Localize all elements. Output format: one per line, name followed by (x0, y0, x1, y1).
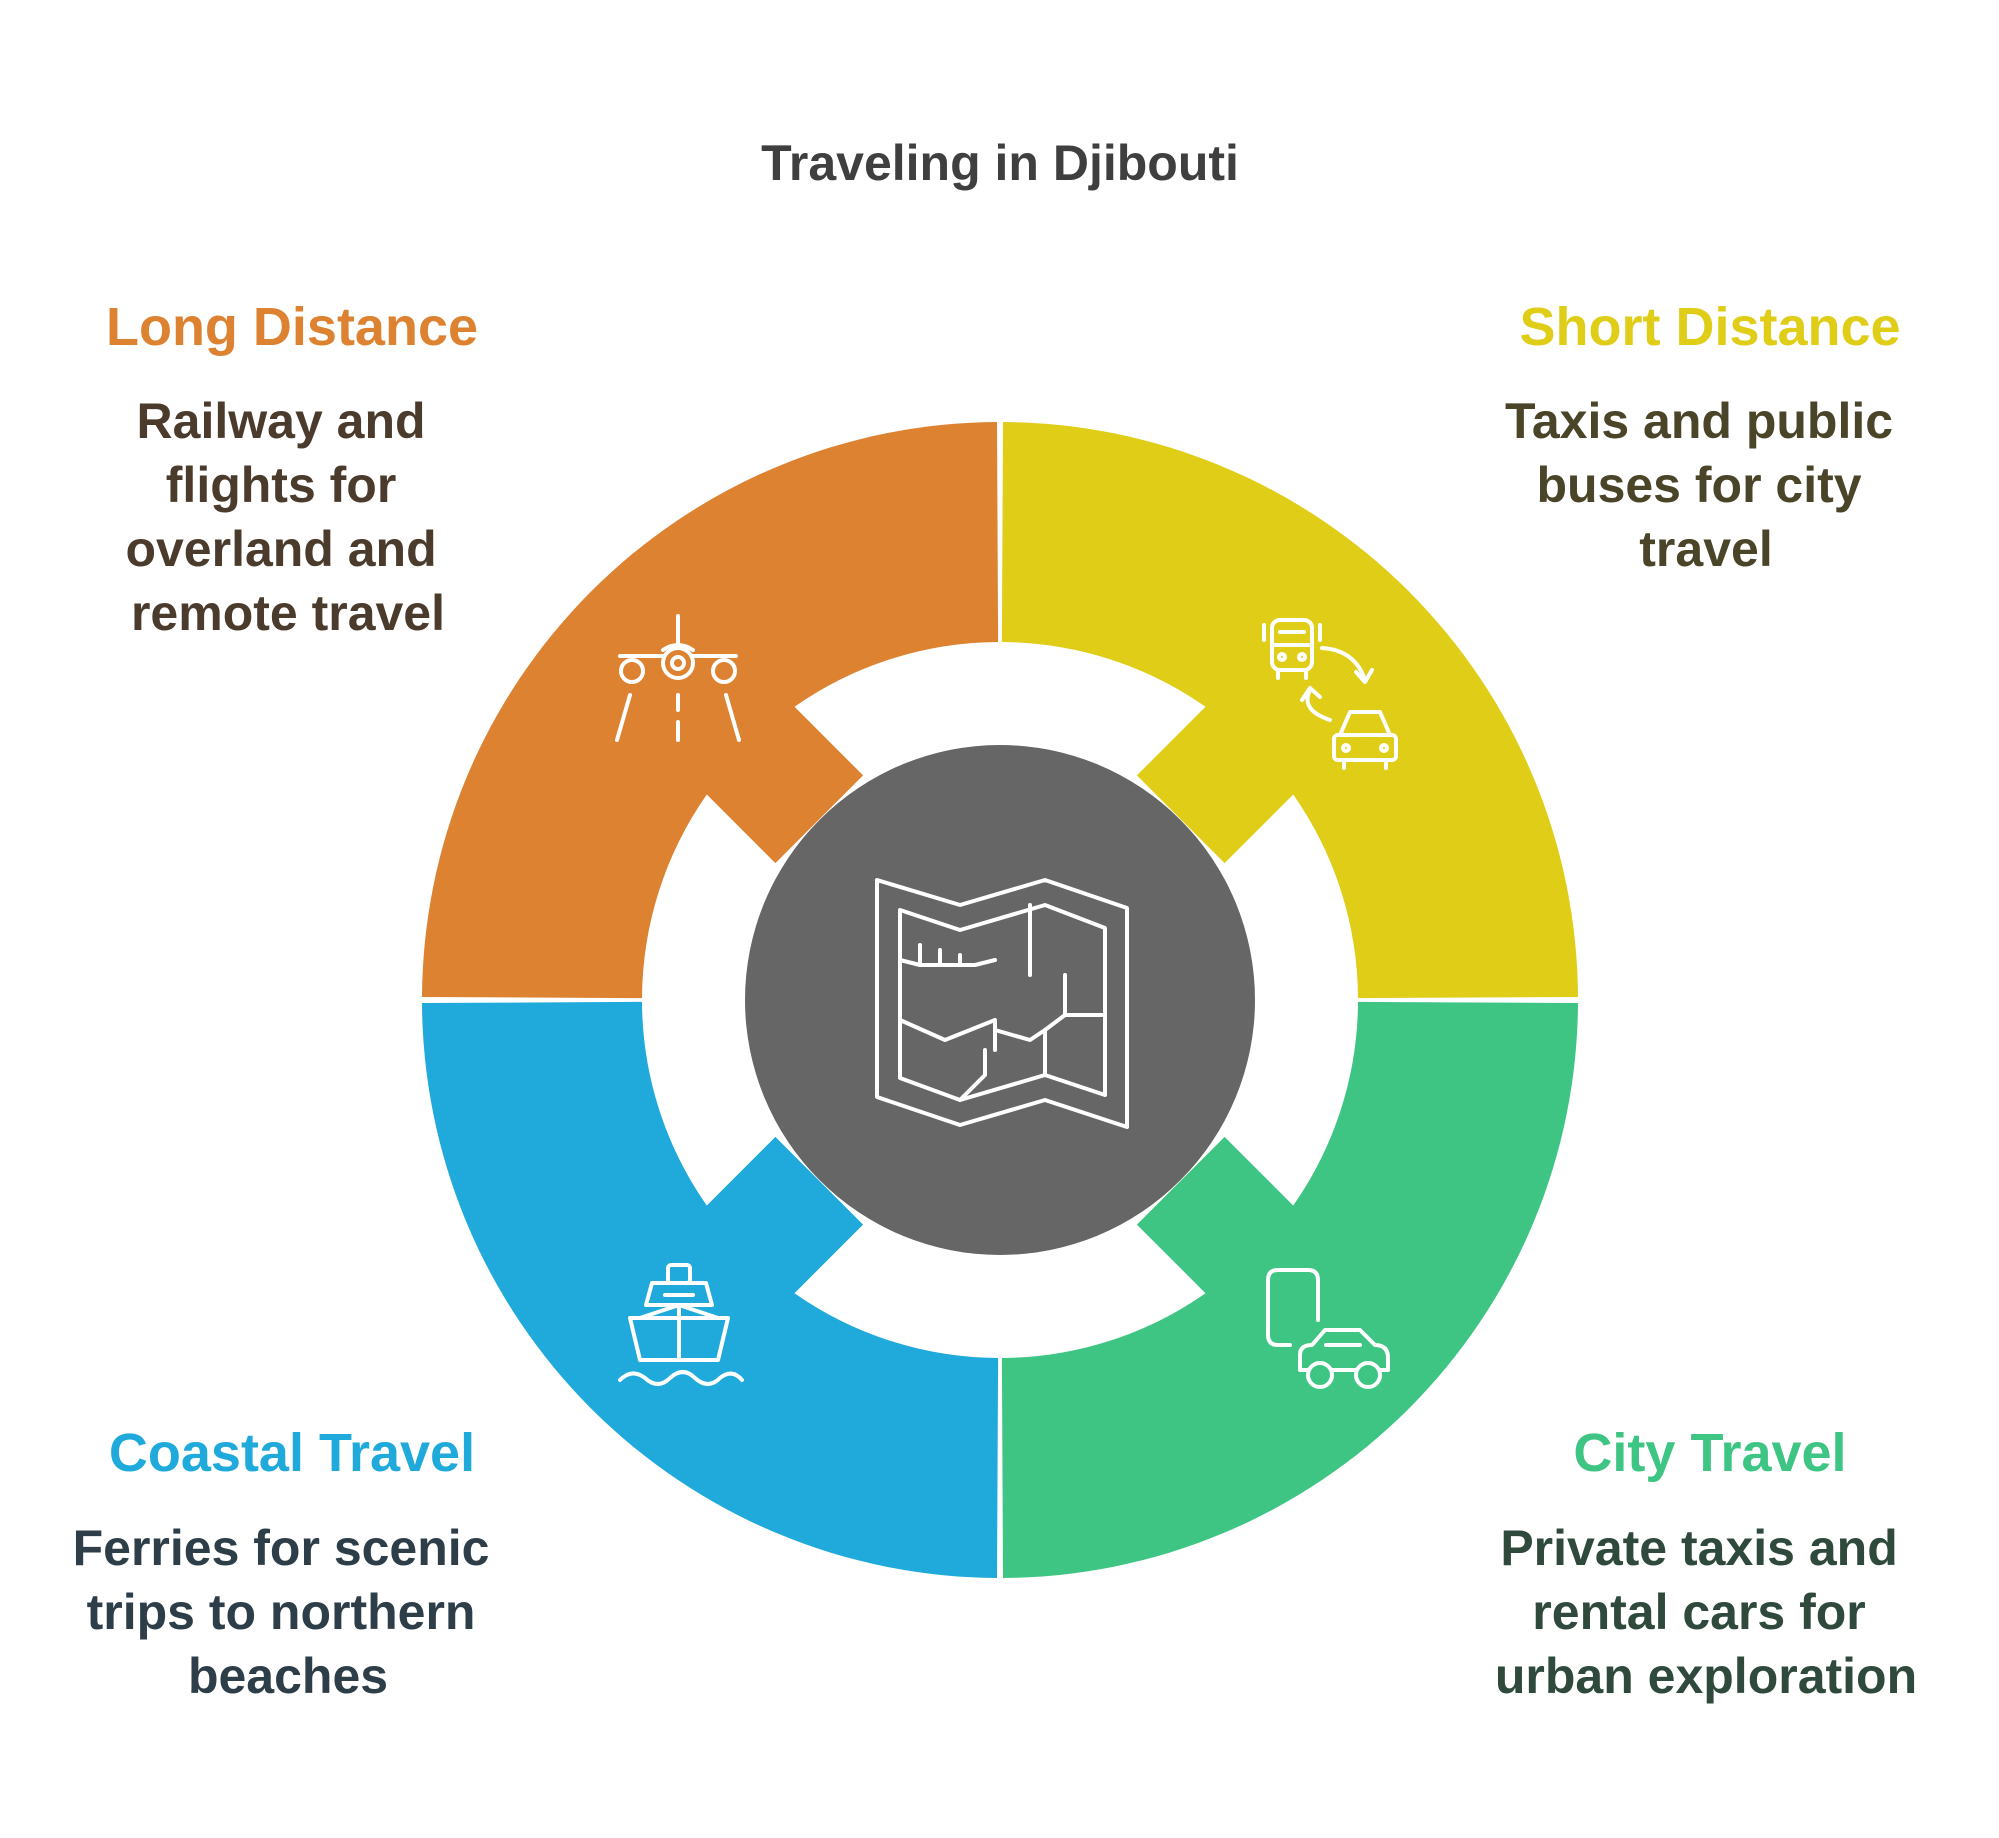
segment-long-distance (422, 422, 999, 999)
text-short-distance: Short Distance Taxis and public buses fo… (1505, 297, 1907, 577)
text-long-distance: Long Distance Railway and flights for ov… (106, 297, 478, 641)
phone-car-icon (1266, 1268, 1390, 1389)
heading-city-travel: City Travel (1573, 1423, 1846, 1483)
ring (422, 422, 1578, 1578)
segment-short-distance (1001, 422, 1578, 999)
desc-line: urban exploration (1495, 1648, 1917, 1704)
desc-line: rental cars for (1532, 1584, 1865, 1640)
desc-city-travel: Private taxis and rental cars for urban … (1495, 1520, 1917, 1704)
text-coastal-travel: Coastal Travel Ferries for scenic trips … (73, 1423, 504, 1704)
heading-short-distance: Short Distance (1519, 297, 1900, 357)
map-icon (875, 878, 1129, 1129)
desc-line: Ferries for scenic (73, 1520, 490, 1576)
segment-coastal-travel (422, 1001, 999, 1578)
desc-short-distance: Taxis and public buses for city travel (1505, 393, 1907, 577)
ship-icon (618, 1263, 744, 1386)
desc-line: remote travel (131, 585, 445, 641)
desc-coastal-travel: Ferries for scenic trips to northern bea… (73, 1520, 504, 1704)
desc-line: Taxis and public (1505, 393, 1893, 449)
text-city-travel: City Travel Private taxis and rental car… (1495, 1423, 1917, 1704)
bus-car-transfer-icon (1262, 618, 1398, 770)
desc-line: trips to northern (87, 1584, 476, 1640)
airplane-runway-icon (615, 614, 741, 742)
desc-line: Railway and (137, 393, 426, 449)
segment-city-travel (1001, 1001, 1578, 1578)
desc-line: travel (1639, 521, 1772, 577)
heading-long-distance: Long Distance (106, 297, 478, 357)
desc-line: flights for (166, 457, 397, 513)
desc-line: overland and (125, 521, 436, 577)
desc-long-distance: Railway and flights for overland and rem… (125, 393, 450, 641)
desc-line: buses for city (1536, 457, 1861, 513)
center-circle (745, 745, 1255, 1255)
heading-coastal-travel: Coastal Travel (109, 1423, 475, 1483)
desc-line: Private taxis and (1500, 1520, 1897, 1576)
desc-line: beaches (188, 1648, 388, 1704)
diagram-title: Traveling in Djibouti (761, 135, 1239, 191)
